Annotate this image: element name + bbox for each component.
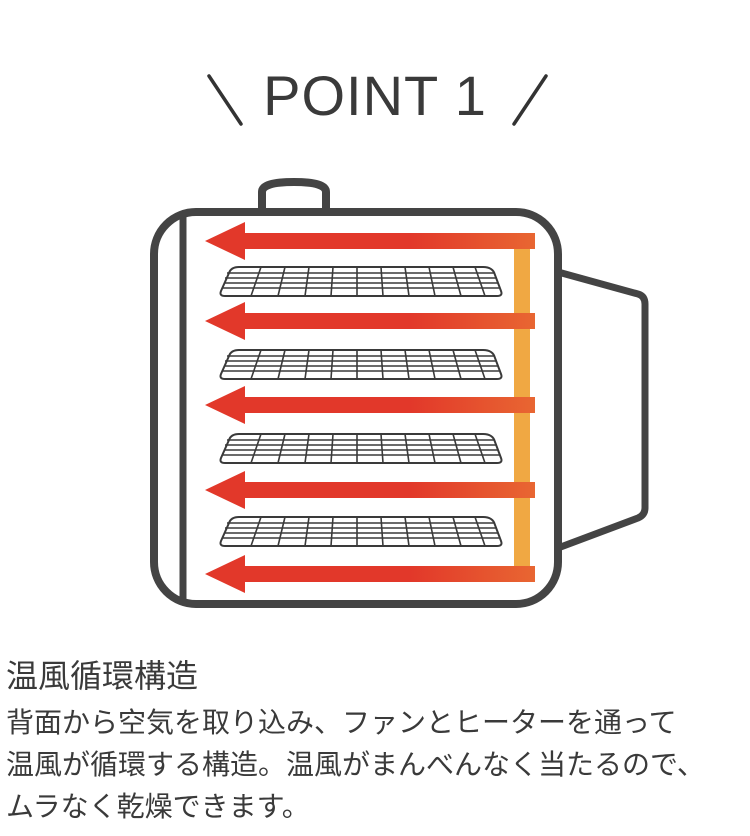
description-line: ムラなく乾燥できます。 — [6, 790, 310, 823]
description-line: 背面から空気を取り込み、ファンとヒーターを通って — [6, 706, 677, 739]
handle-shape — [258, 177, 330, 212]
feature-description: 背面から空気を取り込み、ファンとヒーターを通って 温風が循環する構造。温風がまん… — [6, 702, 750, 828]
rear-panel-shape — [556, 268, 649, 552]
dehydrator-illustration — [150, 177, 649, 608]
section-title: POINT 1 — [0, 62, 750, 132]
description-line: 温風が循環する構造。温風がまんべんなく当たるので、 — [6, 748, 705, 781]
point-title: POINT 1 — [263, 64, 487, 127]
slash-left-icon — [207, 74, 243, 126]
feature-heading: 温風循環構造 — [6, 657, 199, 695]
slash-right-icon — [512, 74, 548, 126]
